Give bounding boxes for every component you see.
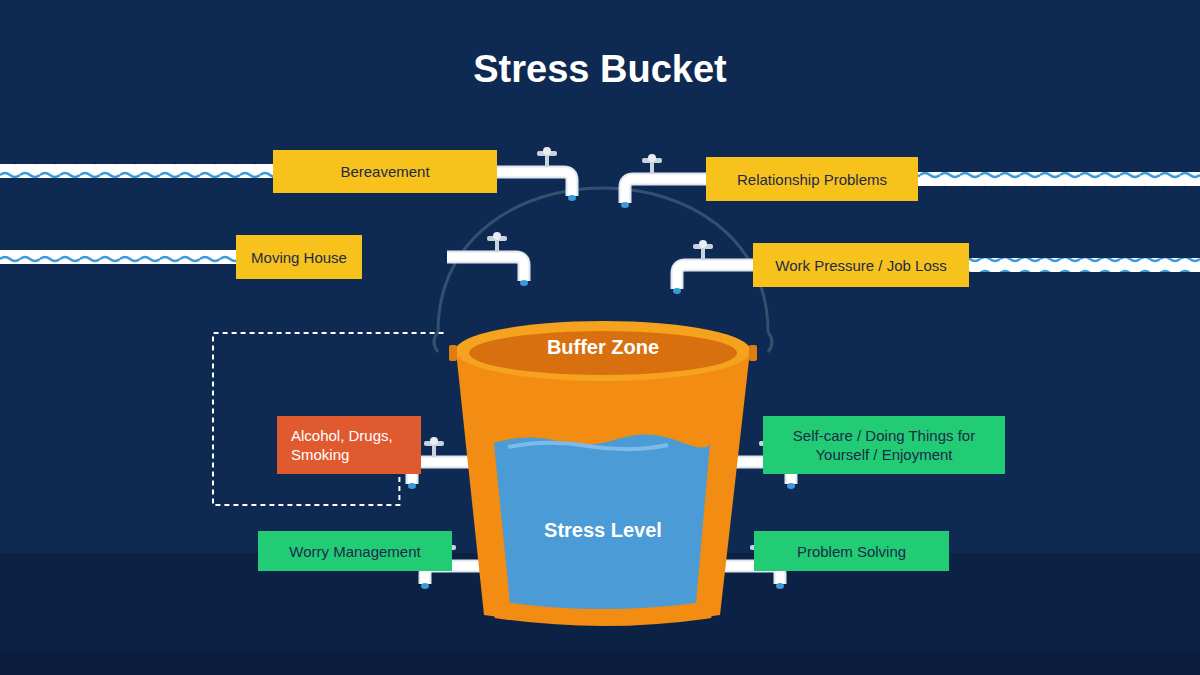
box-label: Moving House <box>251 248 347 267</box>
box-label: Problem Solving <box>797 542 906 561</box>
water-ripple <box>508 443 668 450</box>
handle-loop <box>434 332 438 352</box>
dashed-connector <box>213 333 445 505</box>
tap <box>673 240 755 294</box>
water-pipe <box>916 172 1200 186</box>
tap <box>495 147 576 201</box>
tap-body-highlight <box>677 265 755 289</box>
tap-knob <box>430 437 438 445</box>
tap-body <box>412 462 478 484</box>
box-label: Self-care / Doing Things for Yourself / … <box>777 426 991 464</box>
unhelpful-coping-box: Alcohol, Drugs, Smoking <box>277 416 421 474</box>
water-drop <box>621 202 629 208</box>
water-drop <box>673 288 681 294</box>
bucket-wall <box>476 365 730 618</box>
tap-body <box>625 179 708 203</box>
tap-body-highlight <box>625 179 708 203</box>
handle-lug <box>449 345 457 361</box>
water-drop <box>520 280 528 286</box>
tap-body-highlight <box>495 172 572 196</box>
box-label: Worry Management <box>289 542 420 561</box>
stress-bucket: Buffer ZoneStress Level <box>448 315 758 635</box>
bucket-label: Buffer Zone <box>448 335 758 359</box>
helpful-coping-box: Problem Solving <box>754 531 949 571</box>
box-label: Work Pressure / Job Loss <box>775 256 946 275</box>
water-pipe <box>0 250 238 264</box>
water-pipe <box>0 164 275 178</box>
tap-body <box>447 257 524 281</box>
bucket-shape <box>448 315 758 635</box>
tap-stem <box>432 445 436 457</box>
water-pipe <box>967 258 1200 272</box>
box-label: Relationship Problems <box>737 170 887 189</box>
stressor-box: Relationship Problems <box>706 157 918 201</box>
tap-knob <box>699 240 707 248</box>
water-drop <box>408 483 416 489</box>
tap-body-highlight <box>412 462 478 484</box>
tap-knob <box>543 147 551 155</box>
box-label: Alcohol, Drugs, Smoking <box>291 426 407 464</box>
tap-knob <box>648 154 656 162</box>
box-label: Bereavement <box>340 162 429 181</box>
floor-strip <box>0 652 1200 675</box>
diagram-title: Stress Bucket <box>0 48 1200 91</box>
bucket-label: Stress Level <box>448 518 758 542</box>
handle-lug <box>749 345 757 361</box>
water-drop <box>421 583 429 589</box>
tap-stem <box>701 248 705 260</box>
stressor-box: Moving House <box>236 235 362 279</box>
tap <box>621 154 708 208</box>
stressor-box: Bereavement <box>273 150 497 193</box>
tap-stem <box>650 162 654 174</box>
tap-body <box>677 265 755 289</box>
stressor-box: Work Pressure / Job Loss <box>753 243 969 287</box>
bucket-body <box>456 351 750 624</box>
water-drop <box>787 483 795 489</box>
water-drop <box>568 195 576 201</box>
tap <box>447 232 528 286</box>
tap-body-highlight <box>447 257 524 281</box>
tap-stem <box>495 240 499 252</box>
handle-loop <box>768 332 772 352</box>
tap-knob <box>493 232 501 240</box>
tap-stem <box>545 155 549 167</box>
water-drop <box>776 583 784 589</box>
bucket-handle <box>438 188 768 332</box>
helpful-coping-box: Self-care / Doing Things for Yourself / … <box>763 416 1005 474</box>
helpful-coping-box: Worry Management <box>258 531 452 571</box>
tap-body <box>495 172 572 196</box>
